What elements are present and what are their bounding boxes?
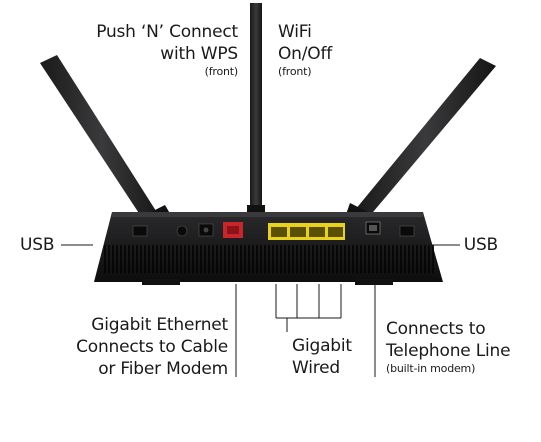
antenna-right xyxy=(344,58,496,228)
ethernet-label: Gigabit Ethernet Connects to Cable or Fi… xyxy=(76,314,228,380)
leader-gigabit xyxy=(275,284,342,332)
antenna-center xyxy=(247,3,265,230)
ethernet-label-line2: Connects to Cable xyxy=(76,337,228,357)
gigabit-label-line1: Gigabit xyxy=(292,336,352,356)
antenna-left xyxy=(40,55,175,232)
gigabit-label: Gigabit Wired xyxy=(292,335,352,379)
wifi-label-sub: (front) xyxy=(278,65,312,78)
usb-label-left: USB xyxy=(20,235,55,255)
ethernet-label-line3: or Fiber Modem xyxy=(98,359,228,379)
ethernet-label-line1: Gigabit Ethernet xyxy=(91,315,228,335)
usb-port-left xyxy=(132,225,148,237)
usb-port-right xyxy=(399,225,415,237)
gigabit-label-line2: Wired xyxy=(292,358,341,378)
internet-port xyxy=(223,222,243,238)
telephone-label-line2: Telephone Line xyxy=(386,341,511,361)
wifi-label: WiFi On/Off (front) xyxy=(278,21,332,79)
wifi-label-line1: WiFi xyxy=(278,22,312,42)
wps-label: Push ‘N’ Connect with WPS (front) xyxy=(96,21,238,79)
router-body xyxy=(94,212,443,285)
power-button xyxy=(176,225,188,237)
power-jack xyxy=(198,223,214,237)
telephone-label-line1: Connects to xyxy=(386,319,486,339)
wifi-label-line2: On/Off xyxy=(278,44,333,64)
dsl-port xyxy=(365,221,381,235)
wps-label-line1: Push ‘N’ Connect xyxy=(96,22,238,42)
telephone-label: Connects to Telephone Line (built-in mod… xyxy=(386,318,511,376)
wps-label-line2: with WPS xyxy=(160,44,238,64)
wps-label-sub: (front) xyxy=(204,65,239,78)
lan-ports xyxy=(268,223,345,240)
telephone-label-sub: (built-in modem) xyxy=(386,362,476,375)
usb-label-right: USB xyxy=(463,235,498,255)
